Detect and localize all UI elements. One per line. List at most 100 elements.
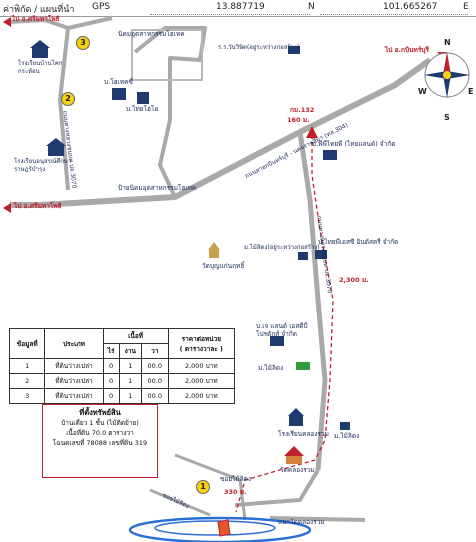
cell-type: ที่ดินว่างเปล่า bbox=[44, 373, 104, 389]
label-mai-li-dong: ม.ไม้ลิดง bbox=[258, 364, 284, 372]
school-khlong-ruam-icon bbox=[288, 408, 304, 426]
label-to-kabinburi-upper: ไป อ.กบินทร์บุรี bbox=[385, 46, 429, 54]
info-line1: บ้านเดี่ยว 1 ชั้น (ไม้ติดย้าย) bbox=[61, 419, 139, 427]
road-3070 bbox=[297, 131, 328, 471]
road-top-connector bbox=[67, 16, 113, 30]
road-wat-right bbox=[269, 516, 366, 522]
label-school-top: โรงเรียนบ้านโคก กระท้อน bbox=[18, 60, 63, 75]
compass-rose bbox=[424, 52, 470, 98]
label-soi-mai-lid: ซอยไม้ลิดง bbox=[220, 475, 252, 483]
label-distance-160: 160 ม. bbox=[287, 116, 310, 124]
route-arrow bbox=[306, 126, 318, 138]
coordinate-header: ค่าพิกัด / แผนที่นำ GPS 13.887719 N 101.… bbox=[0, 0, 476, 17]
marker-1: 1 bbox=[196, 480, 210, 494]
cell-no: 1 bbox=[8, 358, 46, 374]
road-wat bbox=[234, 468, 320, 507]
table-row: 1 ที่ดินว่างเปล่า 0 1 00.0 2,000 บาท bbox=[8, 358, 236, 374]
label-jc-land: บ.เจ แลนด์ เอสดีบี โปรดักส์ จำกัด bbox=[256, 322, 308, 338]
mai-sri-right-icon bbox=[340, 422, 350, 430]
estate-rect bbox=[131, 29, 203, 81]
property-marker bbox=[217, 519, 231, 537]
cell-ngan: 1 bbox=[118, 358, 142, 374]
th-price: ราคาต่อหน่วย ( ตารางวาละ ) bbox=[167, 328, 236, 359]
label-hotech: บ.โฮเทคซี่ bbox=[104, 78, 133, 86]
cell-type: ที่ดินว่างเปล่า bbox=[44, 388, 104, 404]
th-area: เนื้อที่ bbox=[102, 328, 169, 344]
compass-w: W bbox=[418, 87, 427, 96]
compass-s: S bbox=[444, 113, 450, 122]
th-type: ประเภท bbox=[44, 328, 104, 359]
wat-bun-icon bbox=[208, 242, 220, 258]
estate-block bbox=[133, 26, 207, 198]
lon-line bbox=[320, 14, 468, 15]
marker-3: 3 bbox=[76, 36, 90, 50]
label-distance-2300: 2,300 ม. bbox=[339, 276, 369, 284]
label-mai-sri-yang: ม.ไม้ลิดง(อยู่ระหว่างก่อสร้าง) bbox=[244, 244, 320, 251]
highway-304 bbox=[39, 57, 432, 208]
th-wa: วา bbox=[140, 343, 169, 359]
compass-e: E bbox=[468, 87, 474, 96]
cell-type: ที่ดินว่างเปล่า bbox=[44, 358, 104, 374]
cell-wa: 00.0 bbox=[140, 373, 169, 389]
cell-ngan: 1 bbox=[118, 388, 142, 404]
maruai-icon bbox=[288, 46, 300, 54]
table-row: 2 ที่ดินว่างเปล่า 0 1 00.0 2,000 บาท bbox=[8, 373, 236, 389]
cell-rai: 0 bbox=[102, 388, 120, 404]
label-maruai: ร.ร.วันวิษิต(อยู่ระหว่างก่อสร้าง) bbox=[218, 44, 300, 51]
cell-price: 2,000 บาท bbox=[167, 388, 236, 404]
th-ngan: งาน bbox=[118, 343, 142, 359]
info-line2: เนื้อที่ดิน 70.0 ตารางวา bbox=[66, 429, 134, 437]
label-km-marker: กม.132 bbox=[290, 106, 315, 114]
label-wat-bun: วัดบุญแก่นฤทธิ์ bbox=[202, 262, 245, 270]
jc-land-icon bbox=[270, 336, 284, 346]
latitude-value: 13.887719 bbox=[216, 2, 265, 12]
pp-thai-icon bbox=[323, 150, 337, 160]
hotech-icon bbox=[112, 88, 126, 100]
longitude-value: 101.665267 bbox=[383, 2, 438, 12]
cell-rai: 0 bbox=[102, 358, 120, 374]
th-rai: ไร่ bbox=[102, 343, 120, 359]
label-distance-330: 330 ม. bbox=[224, 488, 247, 496]
gps-label: GPS bbox=[92, 2, 111, 12]
marker-2: 2 bbox=[61, 92, 75, 106]
wat-khlong-ruam-icon bbox=[284, 446, 304, 464]
label-mai-sri-right: ม.ไม้ลิดง bbox=[334, 432, 360, 440]
property-info-box: ที่ตั้งทรัพย์สิน บ้านเดี่ยว 1 ชั้น (ไม้ต… bbox=[42, 404, 158, 478]
label-wat-khlong-ruam: วัดคลองรวม bbox=[280, 466, 315, 474]
compass-n: N bbox=[444, 38, 451, 47]
label-to-sri-mahaphot-left: ไป อ.ศรีมหาโพธิ bbox=[14, 202, 62, 210]
thai-hotech-icon bbox=[137, 92, 149, 104]
info-line3: โฉนดเลขที่ 78088 เลขที่ดิน 319 bbox=[52, 439, 148, 447]
label-industrial-estate: นิคมอุตสาหกรรมโฮเทค bbox=[118, 30, 185, 38]
water-body-inner bbox=[154, 520, 276, 536]
road-bottom bbox=[149, 488, 211, 517]
arrow-left-top bbox=[3, 17, 11, 27]
lat-suffix: N bbox=[308, 2, 315, 12]
plot-table: ข้อมูลที่ ประเภท เนื้อที่ ราคาต่อหน่วย (… bbox=[8, 328, 236, 404]
arrow-left-lower bbox=[3, 203, 11, 213]
label-thai-yamaha: บ.ไทยพีเอสซี อินดัสตรี จำกัด bbox=[318, 238, 399, 246]
table-row: 3 ที่ดินว่างเปล่า 0 1 00.0 2,000 บาท bbox=[8, 388, 236, 404]
cell-no: 3 bbox=[8, 388, 46, 404]
location-map bbox=[3, 16, 470, 542]
thai-yamaha-icon bbox=[315, 250, 327, 259]
label-to-sri-mahaphot-top: ไป อ.ศรีมหาโพธิ bbox=[12, 15, 60, 23]
road-side-soi bbox=[174, 453, 247, 521]
info-title: ที่ตั้งทรัพย์สิน bbox=[79, 408, 121, 417]
th-price-unit: ( ตารางวาละ ) bbox=[179, 344, 224, 353]
lat-line bbox=[150, 14, 310, 15]
header-left-label: ค่าพิกัด / แผนที่นำ bbox=[3, 5, 75, 15]
label-pp-thai: บ.พีพีไทยพี (ไทยแลนด์) จำกัด bbox=[312, 140, 396, 148]
label-estate-sign: ป้ายนิคมอุตสาหกรรมโฮเทค bbox=[118, 184, 197, 192]
cell-price: 2,000 บาท bbox=[167, 373, 236, 389]
mai-li-dong-icon bbox=[296, 362, 310, 370]
label-thai-hotech: บ.ไทยโฮโย bbox=[126, 105, 159, 113]
th-no: ข้อมูลที่ bbox=[8, 328, 46, 359]
cell-wa: 00.0 bbox=[140, 388, 169, 404]
cell-price: 2,000 บาท bbox=[167, 358, 236, 374]
th-price-label: ราคาต่อหน่วย bbox=[181, 334, 222, 343]
label-wat-road: แยกวัดคลองรวม bbox=[278, 518, 325, 526]
cell-rai: 0 bbox=[102, 373, 120, 389]
label-school-khlong-ruam: โรงเรียนคลองรวม bbox=[278, 430, 329, 438]
cell-ngan: 1 bbox=[118, 373, 142, 389]
